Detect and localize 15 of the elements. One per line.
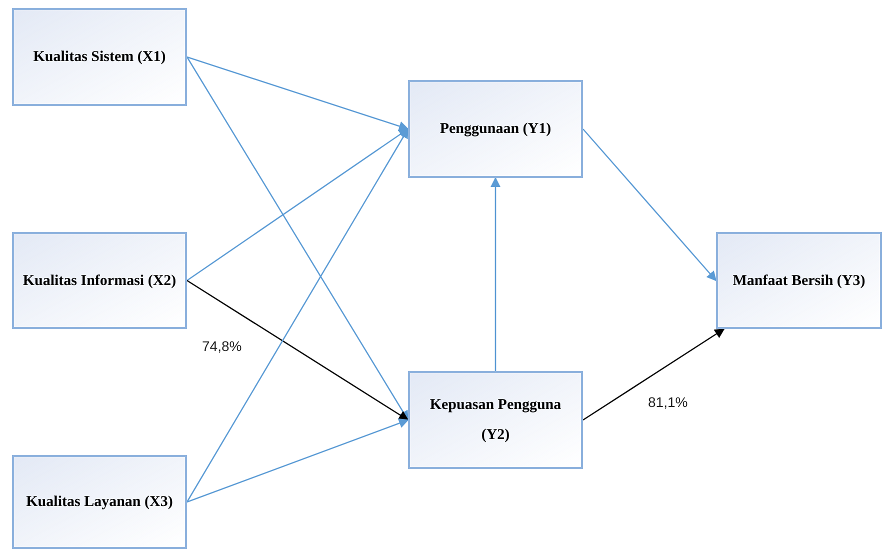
arrow bbox=[490, 177, 500, 371]
arrow bbox=[582, 128, 717, 282]
arrow bbox=[582, 328, 725, 421]
arrow bbox=[186, 128, 409, 502]
arrow bbox=[186, 418, 409, 503]
variable-box: Kualitas Layanan (X3) bbox=[12, 455, 187, 549]
arrow bbox=[186, 56, 409, 421]
variable-box: Kualitas Sistem (X1) bbox=[12, 8, 187, 106]
variable-box: Penggunaan (Y1) bbox=[408, 80, 583, 178]
arrow bbox=[186, 128, 409, 282]
arrow bbox=[186, 56, 409, 131]
variable-box: Kepuasan Pengguna (Y2) bbox=[408, 371, 583, 469]
variable-box: Kualitas Informasi (X2) bbox=[12, 232, 187, 329]
variable-box: Manfaat Bersih (Y3) bbox=[716, 232, 882, 329]
arrow bbox=[186, 280, 409, 421]
